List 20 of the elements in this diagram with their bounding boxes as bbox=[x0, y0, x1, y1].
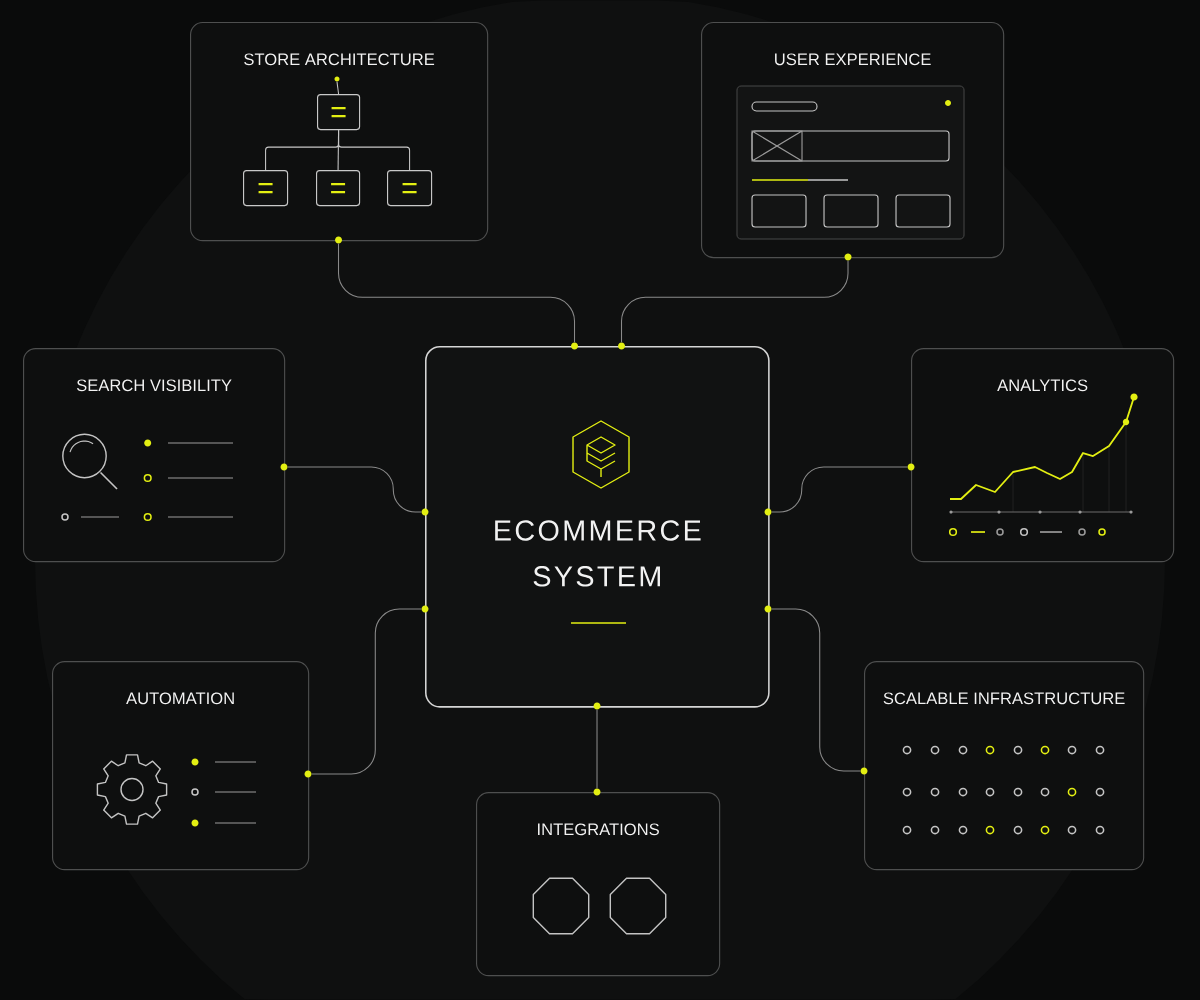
hierarchy-box bbox=[387, 170, 433, 207]
connector-line bbox=[621, 260, 849, 343]
feature-card: SCALABLE INFRASTRUCTURE bbox=[864, 661, 1145, 871]
feature-card: ANALYTICS bbox=[911, 348, 1175, 563]
connector-line bbox=[336, 81, 340, 95]
feature-card: AUTOMATION bbox=[52, 661, 310, 871]
central-card: ECOMMERCE SYSTEM bbox=[425, 346, 770, 708]
hierarchy-box bbox=[316, 170, 361, 207]
hierarchy-box bbox=[243, 170, 289, 207]
connector-line bbox=[287, 466, 422, 513]
connector-line bbox=[771, 608, 861, 772]
connector-line bbox=[596, 709, 598, 789]
feature-card: INTEGRATIONS bbox=[476, 792, 721, 977]
connector-line bbox=[338, 129, 411, 171]
connector-line bbox=[771, 466, 908, 513]
feature-card: STORE ARCHITECTURE bbox=[190, 22, 489, 242]
hierarchy-box bbox=[317, 94, 361, 131]
connector-line bbox=[338, 243, 576, 343]
connector-line bbox=[311, 608, 422, 775]
feature-card: SEARCH VISIBILITY bbox=[23, 348, 286, 563]
